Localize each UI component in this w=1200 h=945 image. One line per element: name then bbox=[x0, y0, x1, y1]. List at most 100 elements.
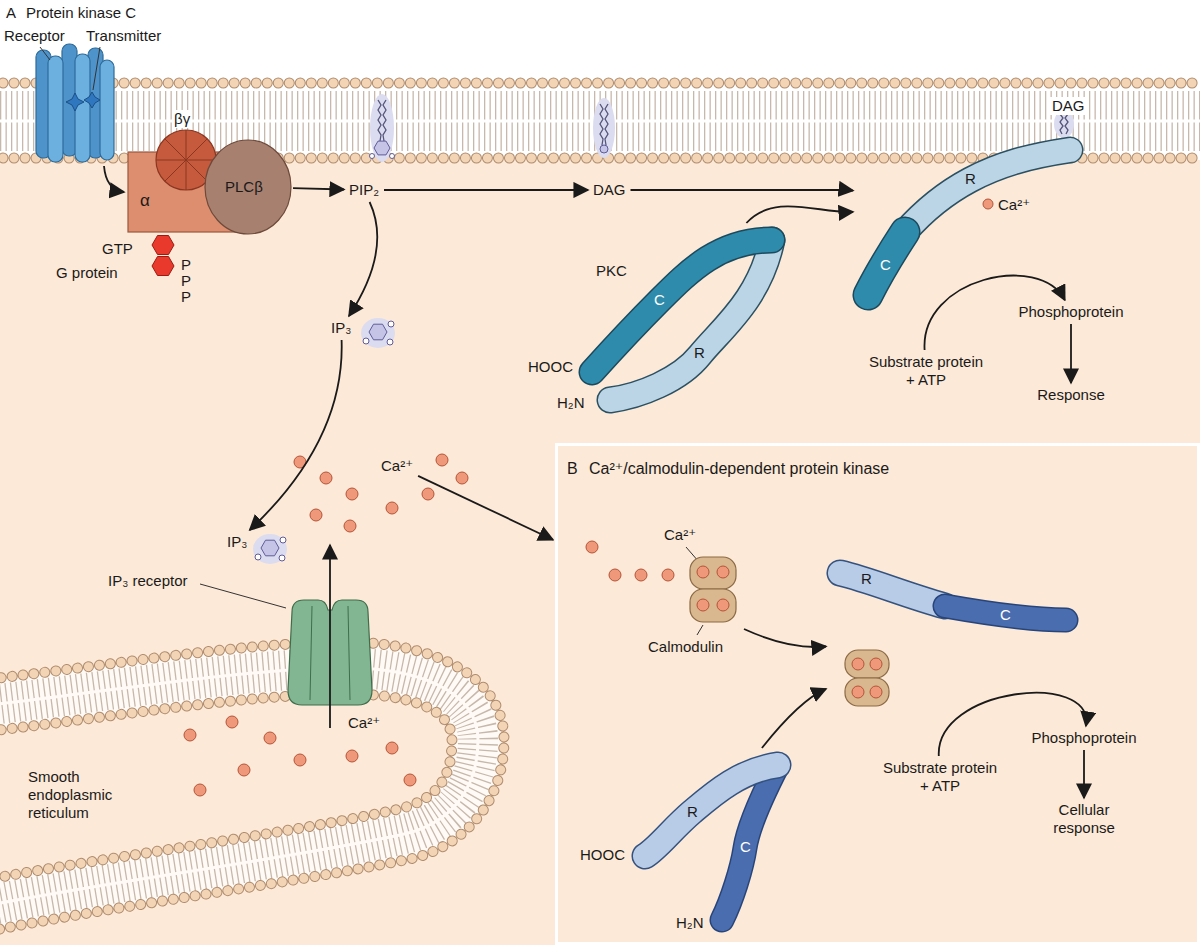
shape-part bbox=[852, 658, 864, 670]
shape-part bbox=[697, 599, 709, 611]
camk-active: RC bbox=[828, 555, 1080, 713]
calmodulin: Calmodulin bbox=[645, 555, 742, 657]
dag-icon bbox=[1054, 110, 1074, 138]
arrow bbox=[250, 340, 342, 530]
illustration-part bbox=[600, 145, 608, 153]
shape-part bbox=[645, 765, 778, 856]
illustration-part bbox=[253, 534, 287, 564]
terminus-label: H₂N bbox=[557, 394, 585, 412]
arrow bbox=[1083, 750, 1085, 798]
illustration-part bbox=[609, 569, 621, 581]
molecule-label: DAG bbox=[590, 180, 629, 200]
shape-part bbox=[868, 232, 905, 295]
ion-label: Ca²⁺ bbox=[998, 196, 1030, 214]
illustration-part bbox=[40, 47, 50, 60]
substrate-label: Substrate protein + ATP bbox=[877, 758, 1003, 796]
arrow bbox=[418, 476, 553, 540]
illustration-part bbox=[404, 774, 416, 786]
shape-part bbox=[870, 686, 882, 698]
illustration-part bbox=[586, 541, 598, 553]
dag-icon bbox=[593, 98, 615, 158]
shape-part bbox=[905, 150, 1070, 232]
node-text: Substrate protein + ATP bbox=[866, 353, 986, 389]
illustration-part bbox=[456, 472, 468, 484]
shape-part bbox=[845, 650, 889, 678]
part-label: Receptor bbox=[4, 27, 65, 45]
illustration-part bbox=[387, 339, 393, 345]
pip2-icon bbox=[370, 94, 395, 162]
leader-line bbox=[40, 47, 699, 608]
illustration-part bbox=[0, 668, 478, 905]
shape-part bbox=[205, 140, 291, 234]
illustration-part bbox=[635, 569, 647, 581]
domain-label: R bbox=[694, 344, 705, 362]
illustration-part bbox=[363, 338, 369, 344]
domain-label: R bbox=[861, 570, 872, 588]
node-text: IP₃ bbox=[331, 319, 351, 337]
molecule-label: GTP bbox=[102, 240, 133, 258]
illustration-part bbox=[238, 764, 250, 776]
product-label: Phosphoprotein bbox=[1015, 302, 1126, 322]
arrow bbox=[631, 189, 854, 191]
phosphate-label: P bbox=[181, 256, 191, 274]
molecule-label: PIP₂ bbox=[346, 180, 382, 200]
shape-part bbox=[152, 236, 174, 255]
pkc-inactive: PKCCRHOOCH₂N bbox=[525, 225, 787, 417]
part-label: Calmodulin bbox=[648, 638, 723, 656]
shape-part bbox=[645, 765, 778, 920]
subunit-label: βγ bbox=[172, 110, 192, 128]
illustration-part bbox=[0, 642, 504, 931]
ip3-icon bbox=[361, 318, 395, 348]
response-label: Response bbox=[1034, 385, 1108, 405]
illustration-part bbox=[310, 509, 322, 521]
panel-title: Protein kinase C bbox=[26, 4, 136, 22]
illustration-part bbox=[370, 154, 375, 159]
phosphate-label: P bbox=[181, 288, 191, 306]
illustration-part bbox=[386, 502, 398, 514]
illustration-part bbox=[294, 754, 306, 766]
arrow bbox=[1070, 324, 1072, 383]
illustration-part bbox=[388, 321, 394, 327]
ip3-receptor-channel bbox=[288, 545, 372, 728]
illustration-part bbox=[422, 488, 434, 500]
ion-label: Ca²⁺ bbox=[664, 526, 696, 544]
illustration-part bbox=[662, 569, 674, 581]
arrow bbox=[349, 202, 377, 316]
node-text: IP₃ bbox=[227, 533, 247, 551]
illustration-part bbox=[0, 694, 452, 879]
arrow bbox=[293, 188, 344, 189]
ip3-icon bbox=[253, 534, 287, 564]
node-text: Phosphoprotein bbox=[1018, 303, 1123, 321]
domain-label: C bbox=[740, 838, 751, 856]
illustration-part bbox=[194, 784, 206, 796]
illustration-part bbox=[369, 324, 387, 340]
camk-inactive: RCHOOCH₂N bbox=[575, 750, 795, 940]
panel-letter: A bbox=[6, 4, 16, 22]
shape-part bbox=[717, 566, 729, 578]
domain-label: C bbox=[654, 291, 665, 309]
illustration-part bbox=[346, 488, 358, 500]
node-text: Phosphoprotein bbox=[1031, 729, 1136, 747]
illustration-part bbox=[66, 93, 84, 111]
illustration-part bbox=[378, 100, 386, 141]
terminus-label: HOOC bbox=[528, 358, 573, 376]
ion-label: Ca²⁺ bbox=[378, 456, 416, 476]
shape-part bbox=[152, 257, 174, 276]
arrow bbox=[384, 189, 588, 191]
illustration-part bbox=[200, 584, 286, 608]
shape-part bbox=[840, 573, 1066, 706]
illustration-part bbox=[346, 750, 358, 762]
illustration-part bbox=[3, 78, 1200, 89]
transmitter bbox=[66, 92, 100, 111]
illustration-part bbox=[84, 92, 100, 108]
illustration-part bbox=[75, 54, 90, 162]
shape-part bbox=[592, 240, 772, 400]
illustration-part bbox=[436, 454, 448, 466]
shape-part bbox=[690, 589, 736, 622]
ion-label: Ca²⁺ bbox=[348, 714, 380, 732]
illustration-part bbox=[0, 668, 478, 905]
illustration-part bbox=[329, 545, 331, 728]
shape-part bbox=[840, 573, 945, 606]
arrow bbox=[939, 693, 1087, 756]
substrate-label: Substrate protein + ATP bbox=[863, 352, 989, 390]
